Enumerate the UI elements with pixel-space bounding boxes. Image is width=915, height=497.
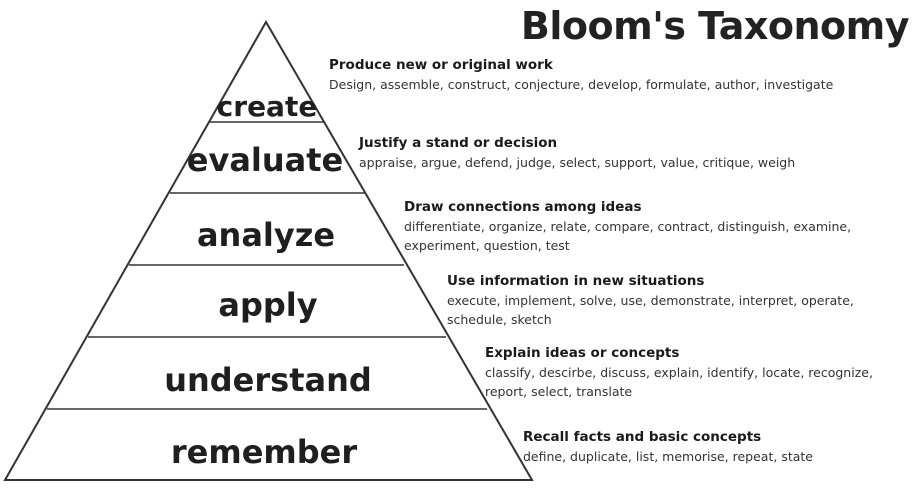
level-description-remember: Recall facts and basic concepts define, … [523,428,913,466]
level-heading: Recall facts and basic concepts [523,429,762,445]
level-description-create: Produce new or original work Design, ass… [329,56,909,94]
level-description-apply: Use information in new situations execut… [447,272,912,329]
level-heading: Justify a stand or decision [359,135,558,151]
pyramid-dividers [47,121,487,410]
level-label-remember: remember [171,433,357,471]
level-verbs: classify, descirbe, discuss, explain, id… [485,365,873,399]
level-label-create: create [217,90,318,123]
level-label-understand: understand [164,361,372,399]
level-heading: Produce new or original work [329,57,553,73]
level-verbs: define, duplicate, list, memorise, repea… [523,449,813,464]
level-description-analyze: Draw connections among ideas differentia… [404,198,912,255]
level-label-apply: apply [218,286,317,324]
level-verbs: Design, assemble, construct, conjecture,… [329,77,834,92]
level-description-understand: Explain ideas or concepts classify, desc… [485,344,913,401]
level-label-analyze: analyze [197,216,335,254]
level-verbs: differentiate, organize, relate, compare… [404,219,852,253]
level-heading: Draw connections among ideas [404,199,642,215]
pyramid-outline [3,19,534,481]
level-heading: Explain ideas or concepts [485,345,680,361]
level-verbs: appraise, argue, defend, judge, select, … [359,155,796,170]
diagram-title: Bloom's Taxonomy [520,4,910,48]
level-description-evaluate: Justify a stand or decision appraise, ar… [359,134,909,172]
level-heading: Use information in new situations [447,273,705,289]
level-label-evaluate: evaluate [187,141,344,179]
level-verbs: execute, implement, solve, use, demonstr… [447,293,854,327]
